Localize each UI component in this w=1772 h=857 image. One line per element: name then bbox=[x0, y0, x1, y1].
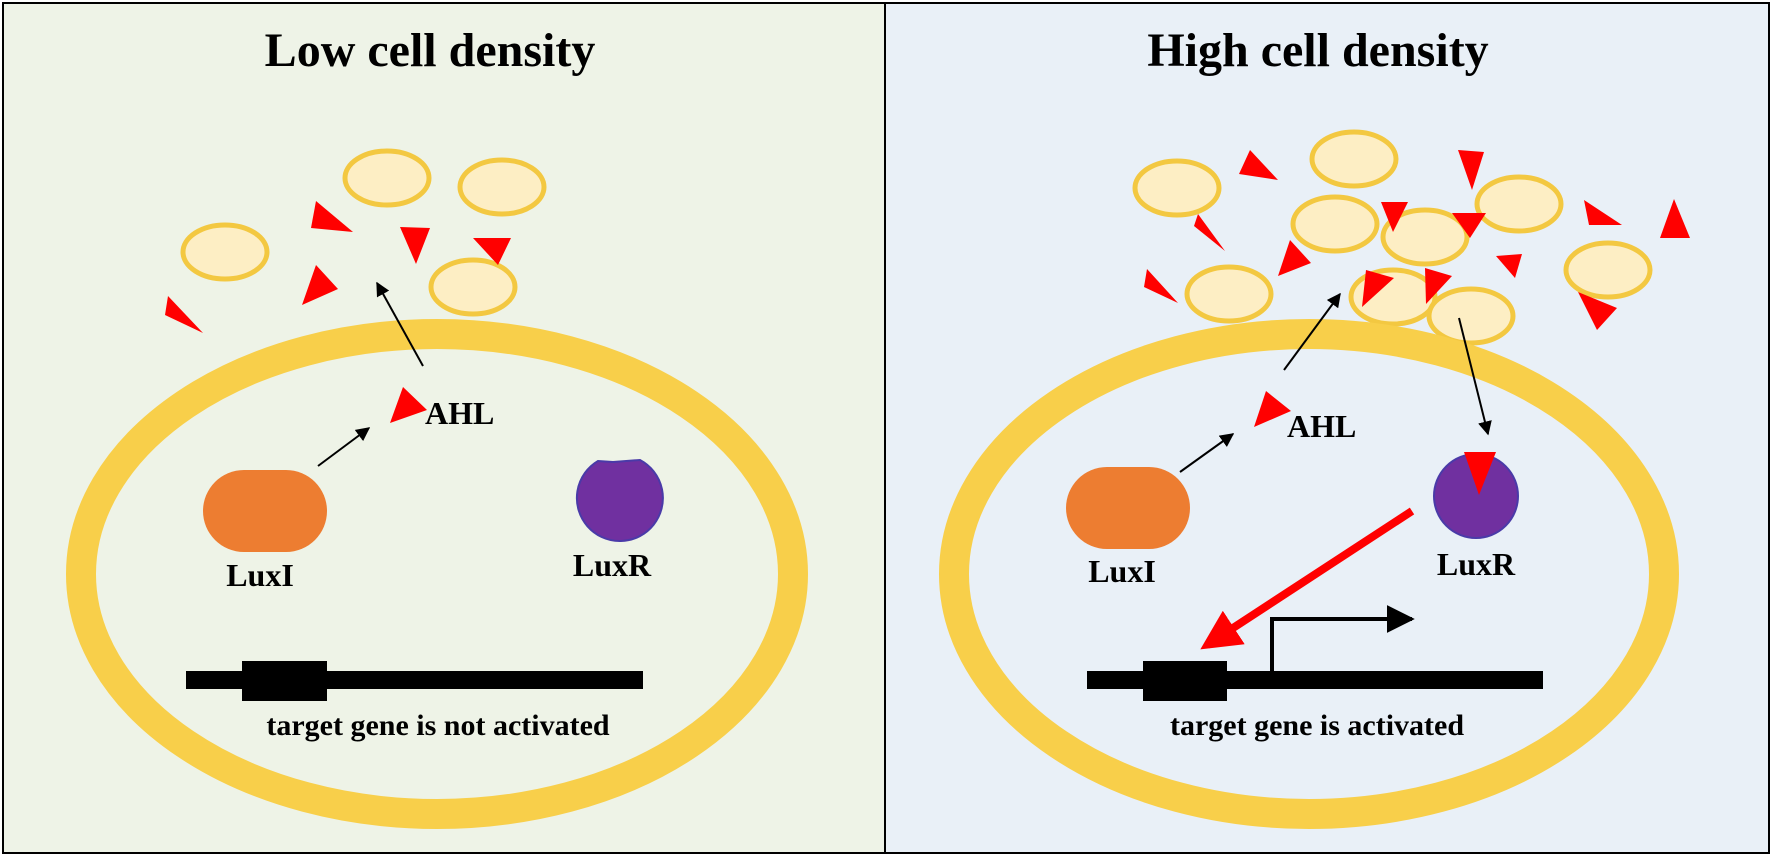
ahl-signal bbox=[1425, 268, 1452, 304]
bacterium-cell bbox=[1132, 158, 1222, 218]
left-panel: Low cell density AHL LuxI LuxR bbox=[2, 2, 886, 854]
bacterium-cell bbox=[1184, 264, 1274, 324]
ahl-signal bbox=[1239, 150, 1278, 180]
ahl-signal bbox=[1458, 150, 1484, 190]
bacterium-cell bbox=[180, 222, 270, 282]
ahl-signal bbox=[400, 227, 430, 264]
right-luxr-label: LuxR bbox=[1437, 546, 1516, 582]
bacterium-cell bbox=[1426, 286, 1516, 346]
luxi-synthase bbox=[1066, 467, 1190, 549]
ahl-synthesis-arrow bbox=[317, 427, 371, 467]
luxr-receptor bbox=[575, 458, 664, 542]
luxi-synthase bbox=[203, 470, 327, 552]
ahl-export-arrow bbox=[1283, 292, 1341, 371]
ahl-signal bbox=[1584, 200, 1622, 225]
ahl-signal-bound bbox=[1464, 452, 1496, 495]
ahl-signal bbox=[1194, 214, 1225, 251]
left-cell-membrane bbox=[66, 319, 808, 829]
activation-arrow bbox=[1200, 507, 1415, 650]
ahl-signal bbox=[1381, 202, 1408, 232]
bacterium-cell bbox=[1290, 194, 1380, 254]
ahl-synthesis-arrow bbox=[1179, 433, 1235, 473]
left-external-cells bbox=[180, 148, 547, 317]
right-panel-title: High cell density bbox=[1147, 24, 1488, 77]
transcription-start-arrow bbox=[1270, 605, 1415, 671]
ahl-signal bbox=[1578, 292, 1617, 330]
right-luxi-label: LuxI bbox=[1088, 553, 1156, 589]
left-ahl-label: AHL bbox=[425, 395, 494, 431]
bacterium-cell bbox=[1474, 174, 1564, 234]
ahl-import-arrow bbox=[1458, 317, 1492, 436]
left-luxi-label: LuxI bbox=[226, 557, 294, 593]
ahl-signal bbox=[390, 387, 427, 423]
right-external-cells bbox=[1132, 129, 1653, 346]
bacterium-cell bbox=[342, 148, 432, 208]
right-gene-caption: target gene is activated bbox=[1170, 709, 1464, 742]
left-external-ahl bbox=[165, 201, 511, 333]
ahl-signal bbox=[165, 296, 203, 333]
ahl-export-arrow bbox=[376, 281, 424, 367]
promoter-box bbox=[1143, 661, 1227, 701]
ahl-signal bbox=[1254, 391, 1291, 427]
ahl-signal bbox=[473, 238, 511, 265]
promoter-box bbox=[242, 661, 327, 701]
ahl-signal bbox=[302, 265, 338, 305]
ahl-signal bbox=[311, 201, 353, 232]
ahl-signal bbox=[1362, 270, 1394, 307]
ahl-signal bbox=[1452, 213, 1486, 238]
right-panel: High cell density bbox=[884, 2, 1770, 854]
ahl-signal bbox=[1660, 199, 1690, 238]
left-panel-title: Low cell density bbox=[265, 24, 596, 77]
right-cell-membrane bbox=[939, 319, 1679, 829]
ahl-signal bbox=[1496, 254, 1522, 278]
right-dna bbox=[1087, 605, 1543, 701]
left-gene-caption: target gene is not activated bbox=[266, 709, 610, 742]
bacterium-cell bbox=[1563, 240, 1653, 300]
right-external-ahl bbox=[1144, 150, 1690, 330]
bacterium-cell bbox=[428, 257, 518, 317]
ahl-signal bbox=[1278, 240, 1311, 276]
ahl-signal bbox=[1144, 269, 1178, 303]
bacterium-cell bbox=[1309, 129, 1399, 189]
right-ahl-label: AHL bbox=[1287, 408, 1356, 444]
left-dna bbox=[186, 661, 643, 701]
bacterium-cell bbox=[1380, 207, 1470, 267]
bacterium-cell bbox=[457, 157, 547, 217]
left-luxr-label: LuxR bbox=[573, 547, 652, 583]
